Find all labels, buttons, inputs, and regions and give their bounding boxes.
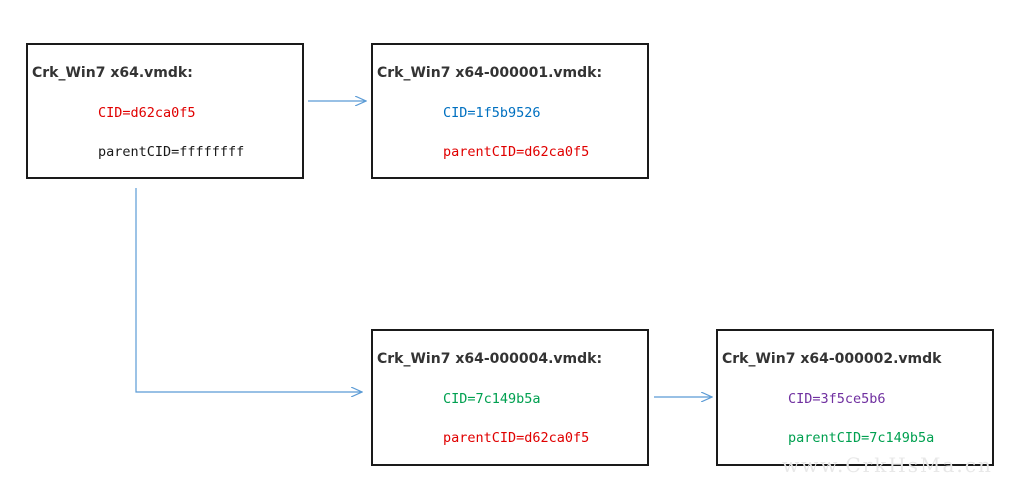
node-cid: CID=7c149b5a	[443, 391, 541, 407]
vmdk-node-snapshot-000001: Crk_Win7 x64-000001.vmdk: CID=1f5b9526 p…	[371, 43, 649, 179]
node-cid: CID=d62ca0f5	[98, 105, 196, 121]
node-cid: CID=3f5ce5b6	[788, 391, 886, 407]
node-parent-cid: parentCID=d62ca0f5	[443, 144, 590, 160]
node-filename: Crk_Win7 x64-000001.vmdk:	[377, 65, 603, 81]
node-parent-cid: parentCID=7c149b5a	[788, 430, 935, 446]
watermark-text: www.CrkHsMa.cn	[782, 453, 993, 477]
vmdk-node-snapshot-000004: Crk_Win7 x64-000004.vmdk: CID=7c149b5a p…	[371, 329, 649, 466]
node-parent-cid: parentCID=d62ca0f5	[443, 430, 590, 446]
vmdk-node-base: Crk_Win7 x64.vmdk: CID=d62ca0f5 parentCI…	[26, 43, 304, 179]
node-filename: Crk_Win7 x64-000004.vmdk:	[377, 351, 603, 367]
node-cid: CID=1f5b9526	[443, 105, 541, 121]
edge-arrow-0-2	[135, 188, 362, 392]
node-parent-cid: parentCID=ffffffff	[98, 144, 245, 160]
node-filename: Crk_Win7 x64.vmdk:	[32, 65, 193, 81]
node-filename: Crk_Win7 x64-000002.vmdk	[722, 351, 942, 367]
vmdk-node-snapshot-000002: Crk_Win7 x64-000002.vmdk CID=3f5ce5b6 pa…	[716, 329, 994, 466]
